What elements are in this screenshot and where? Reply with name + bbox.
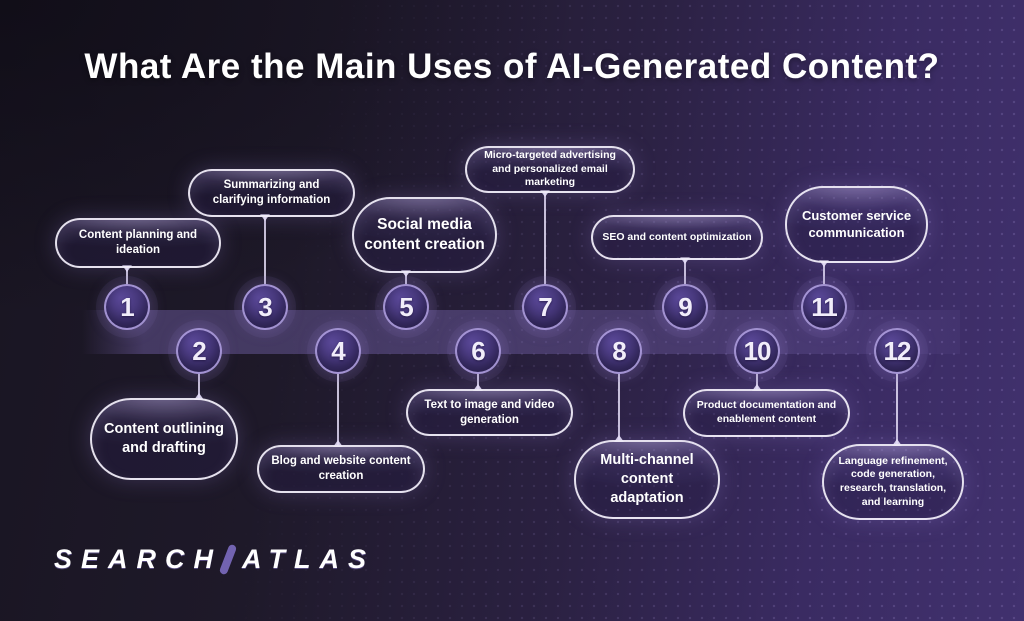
label-bubble-3: Summarizing and clarifying information [188,169,355,217]
connector-line [198,372,200,400]
bubble-label: SEO and content optimization [602,230,752,243]
bubble-label: Multi-channel content adaptation [600,452,694,506]
bubble-label: Blog and website content creation [271,455,411,482]
label-bubble-11: Customer service communication [785,186,928,263]
bubble-label: Text to image and video generation [424,398,555,426]
label-bubble-2: Content outlining and drafting [90,398,238,480]
step-number: 8 [612,335,627,366]
step-circle-1: 1 [104,284,150,330]
connector-line [823,261,825,286]
connector-line [337,372,339,447]
step-number: 12 [883,335,912,366]
connector-drop-icon [122,265,132,272]
step-circle-5: 5 [383,284,429,330]
step-number: 9 [678,291,693,322]
step-number: 6 [471,335,486,366]
bubble-label: Content outlining and drafting [104,421,224,456]
connector-line [684,258,686,286]
connector-drop-icon [614,435,624,442]
connector-drop-icon [540,190,550,197]
connector-drop-icon [473,384,483,391]
connector-line [896,372,898,446]
label-bubble-12: Language refinement, code generation, re… [822,444,964,520]
step-circle-9: 9 [662,284,708,330]
label-bubble-5: Social media content creation [352,197,497,273]
step-number: 10 [743,335,772,366]
label-bubble-1: Content planning and ideation [55,218,221,268]
bubble-label: Summarizing and clarifying information [212,179,331,206]
label-bubble-4: Blog and website content creation [257,445,425,493]
label-bubble-7: Micro-targeted advertising and personali… [465,146,635,193]
step-circle-3: 3 [242,284,288,330]
step-number: 2 [192,335,207,366]
connector-drop-icon [819,260,829,267]
label-bubble-6: Text to image and video generation [406,389,573,436]
connector-line [405,271,407,286]
step-circle-12: 12 [874,328,920,374]
step-circle-2: 2 [176,328,222,374]
label-bubble-8: Multi-channel content adaptation [574,440,720,519]
connector-line [264,215,266,286]
bubble-label: Micro-targeted advertising and personali… [484,149,616,189]
step-number: 5 [399,291,414,322]
connector-line [618,372,620,442]
connector-drop-icon [260,214,270,221]
step-circle-8: 8 [596,328,642,374]
step-number: 1 [120,291,135,322]
bubble-label: Customer service communication [801,207,912,240]
connector-drop-icon [401,270,411,277]
bubble-label: Language refinement, code generation, re… [838,454,948,508]
logo-atlas-text: ATLAS [242,544,376,574]
step-circle-7: 7 [522,284,568,330]
step-circle-6: 6 [455,328,501,374]
step-number: 3 [258,291,273,322]
connector-drop-icon [333,440,343,447]
step-circle-10: 10 [734,328,780,374]
label-bubble-9: SEO and content optimization [591,215,763,260]
connector-line [544,191,546,286]
page-title: What Are the Main Uses of AI-Generated C… [84,47,940,86]
logo-search-text: SEARCH [54,544,223,574]
connector-line [477,372,479,391]
connector-drop-icon [680,257,690,264]
label-bubble-10: Product documentation and enablement con… [683,389,850,437]
bubble-label: Content planning and ideation [78,229,198,256]
step-number: 4 [331,335,346,366]
brand-logo: SEARCH ATLAS [54,543,376,576]
connector-drop-icon [194,393,204,400]
connector-line [126,266,128,286]
connector-line [756,372,758,391]
bubble-label: Social media content creation [364,215,485,253]
connector-drop-icon [892,439,902,446]
step-circle-4: 4 [315,328,361,374]
step-number: 11 [811,291,837,322]
step-number: 7 [538,291,553,322]
bubble-label: Product documentation and enablement con… [696,399,837,425]
step-circle-11: 11 [801,284,847,330]
connector-drop-icon [752,384,762,391]
